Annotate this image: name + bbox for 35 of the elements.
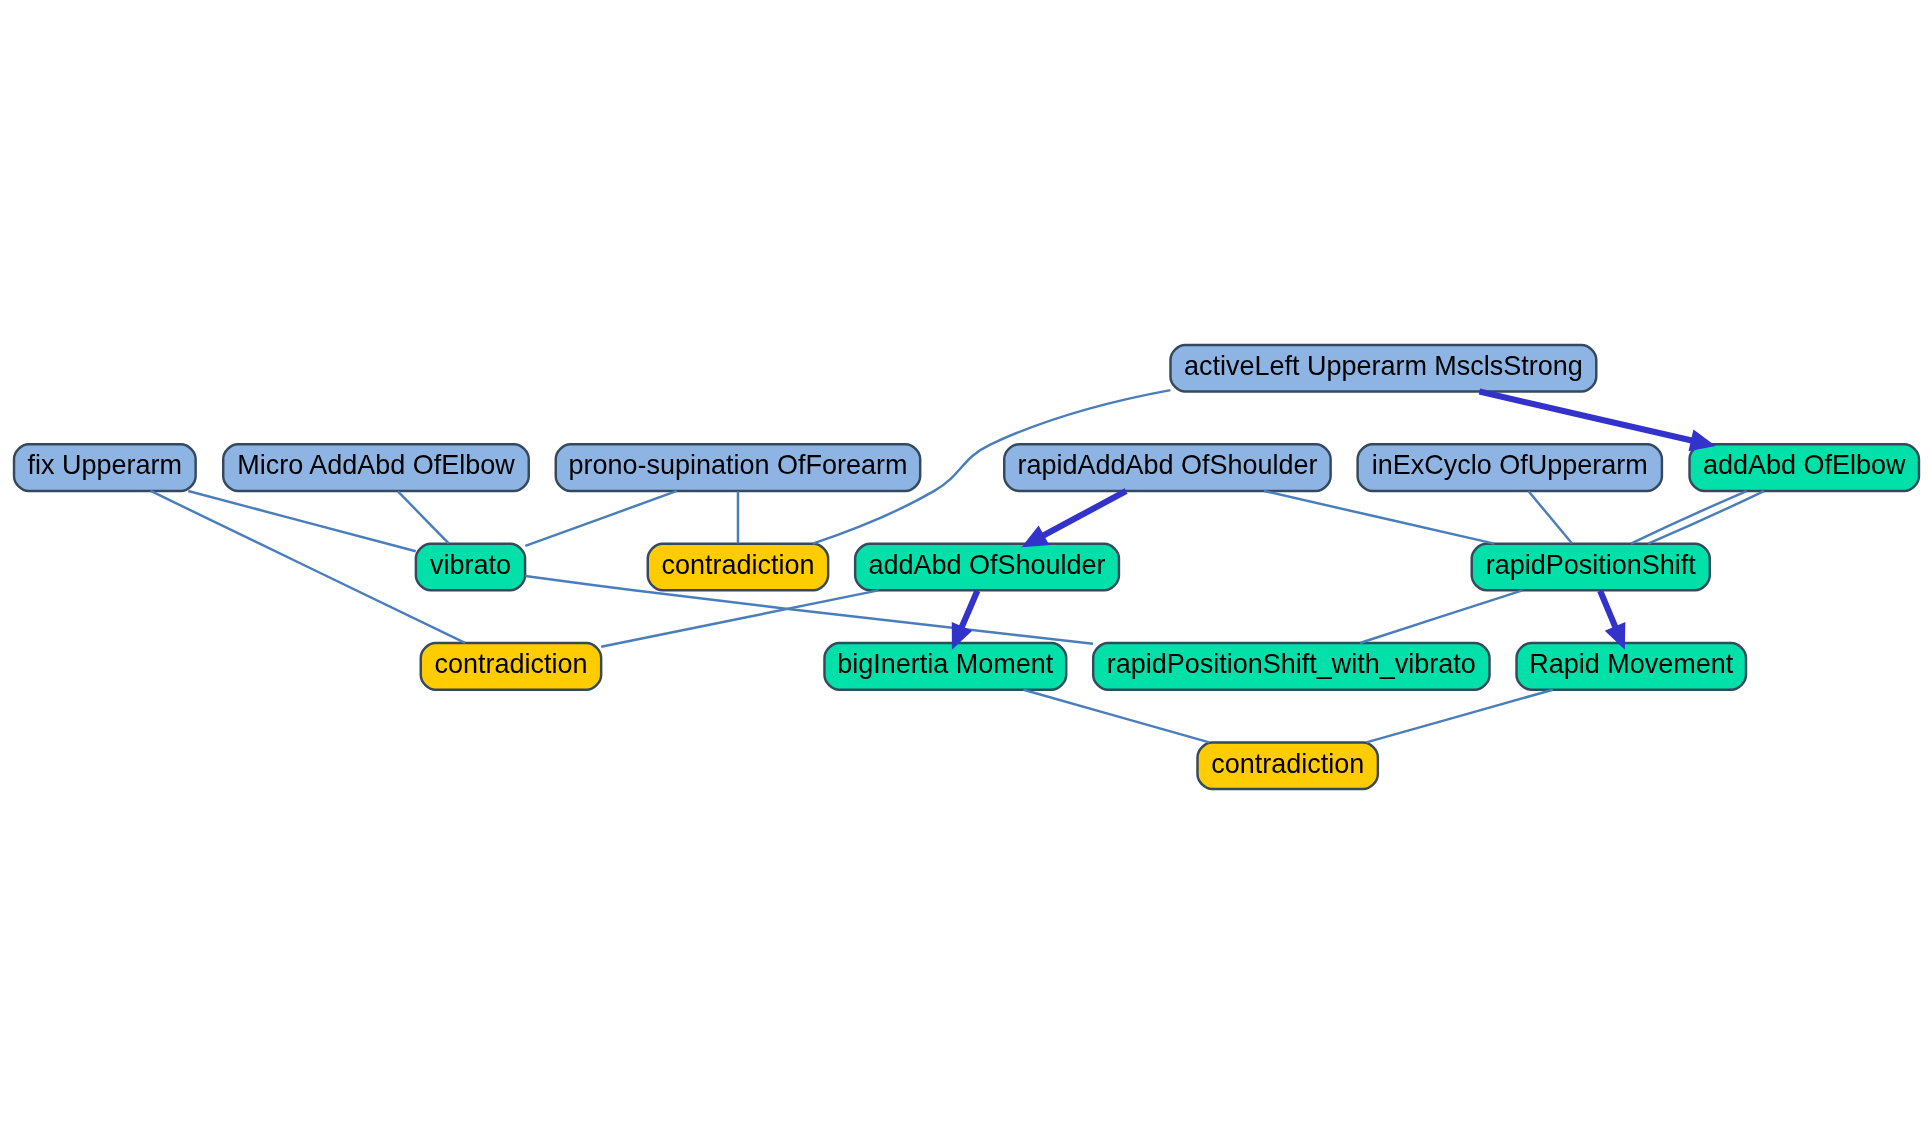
arrow xyxy=(1021,487,1127,547)
connector xyxy=(1629,489,1747,545)
node-box: fix Upperarm xyxy=(12,442,197,492)
connector xyxy=(736,490,739,543)
connector xyxy=(1359,588,1523,644)
connector xyxy=(811,388,1171,545)
node-box: contradiction xyxy=(646,541,829,592)
node-box: bigInertia Moment xyxy=(822,641,1067,691)
connector xyxy=(524,574,1093,645)
node-box: Rapid Movement xyxy=(1514,641,1747,691)
connector xyxy=(187,489,416,552)
node-box: activeLeft Upperarm MsclsStrong xyxy=(1168,343,1597,393)
arrow xyxy=(1596,589,1625,650)
connector xyxy=(1263,489,1494,545)
node-box: addAbd OfShoulder xyxy=(853,541,1120,592)
connector xyxy=(1647,489,1764,545)
node-box: rapidPositionShift xyxy=(1470,541,1711,592)
node-box: prono-supination OfForearm xyxy=(554,442,921,492)
connector xyxy=(1022,688,1210,744)
connector xyxy=(149,489,466,644)
arrow xyxy=(1478,388,1716,451)
connector xyxy=(1527,490,1573,544)
connector xyxy=(396,489,450,544)
node-box: inExCyclo OfUpperarm xyxy=(1355,442,1663,492)
node-box: contradiction xyxy=(419,641,602,691)
node-box: Micro AddAbd OfElbow xyxy=(221,442,530,492)
connector xyxy=(1365,688,1553,744)
arrow xyxy=(951,589,980,650)
connector xyxy=(524,489,677,547)
node-box: addAbd OfElbow xyxy=(1687,442,1920,492)
node-box: rapidAddAbd OfShoulder xyxy=(1002,442,1332,492)
connector xyxy=(600,588,879,648)
node-box: contradiction xyxy=(1195,740,1379,790)
node-box: rapidPositionShift_with_vibrato xyxy=(1091,641,1491,691)
node-box: vibrato xyxy=(414,541,526,592)
